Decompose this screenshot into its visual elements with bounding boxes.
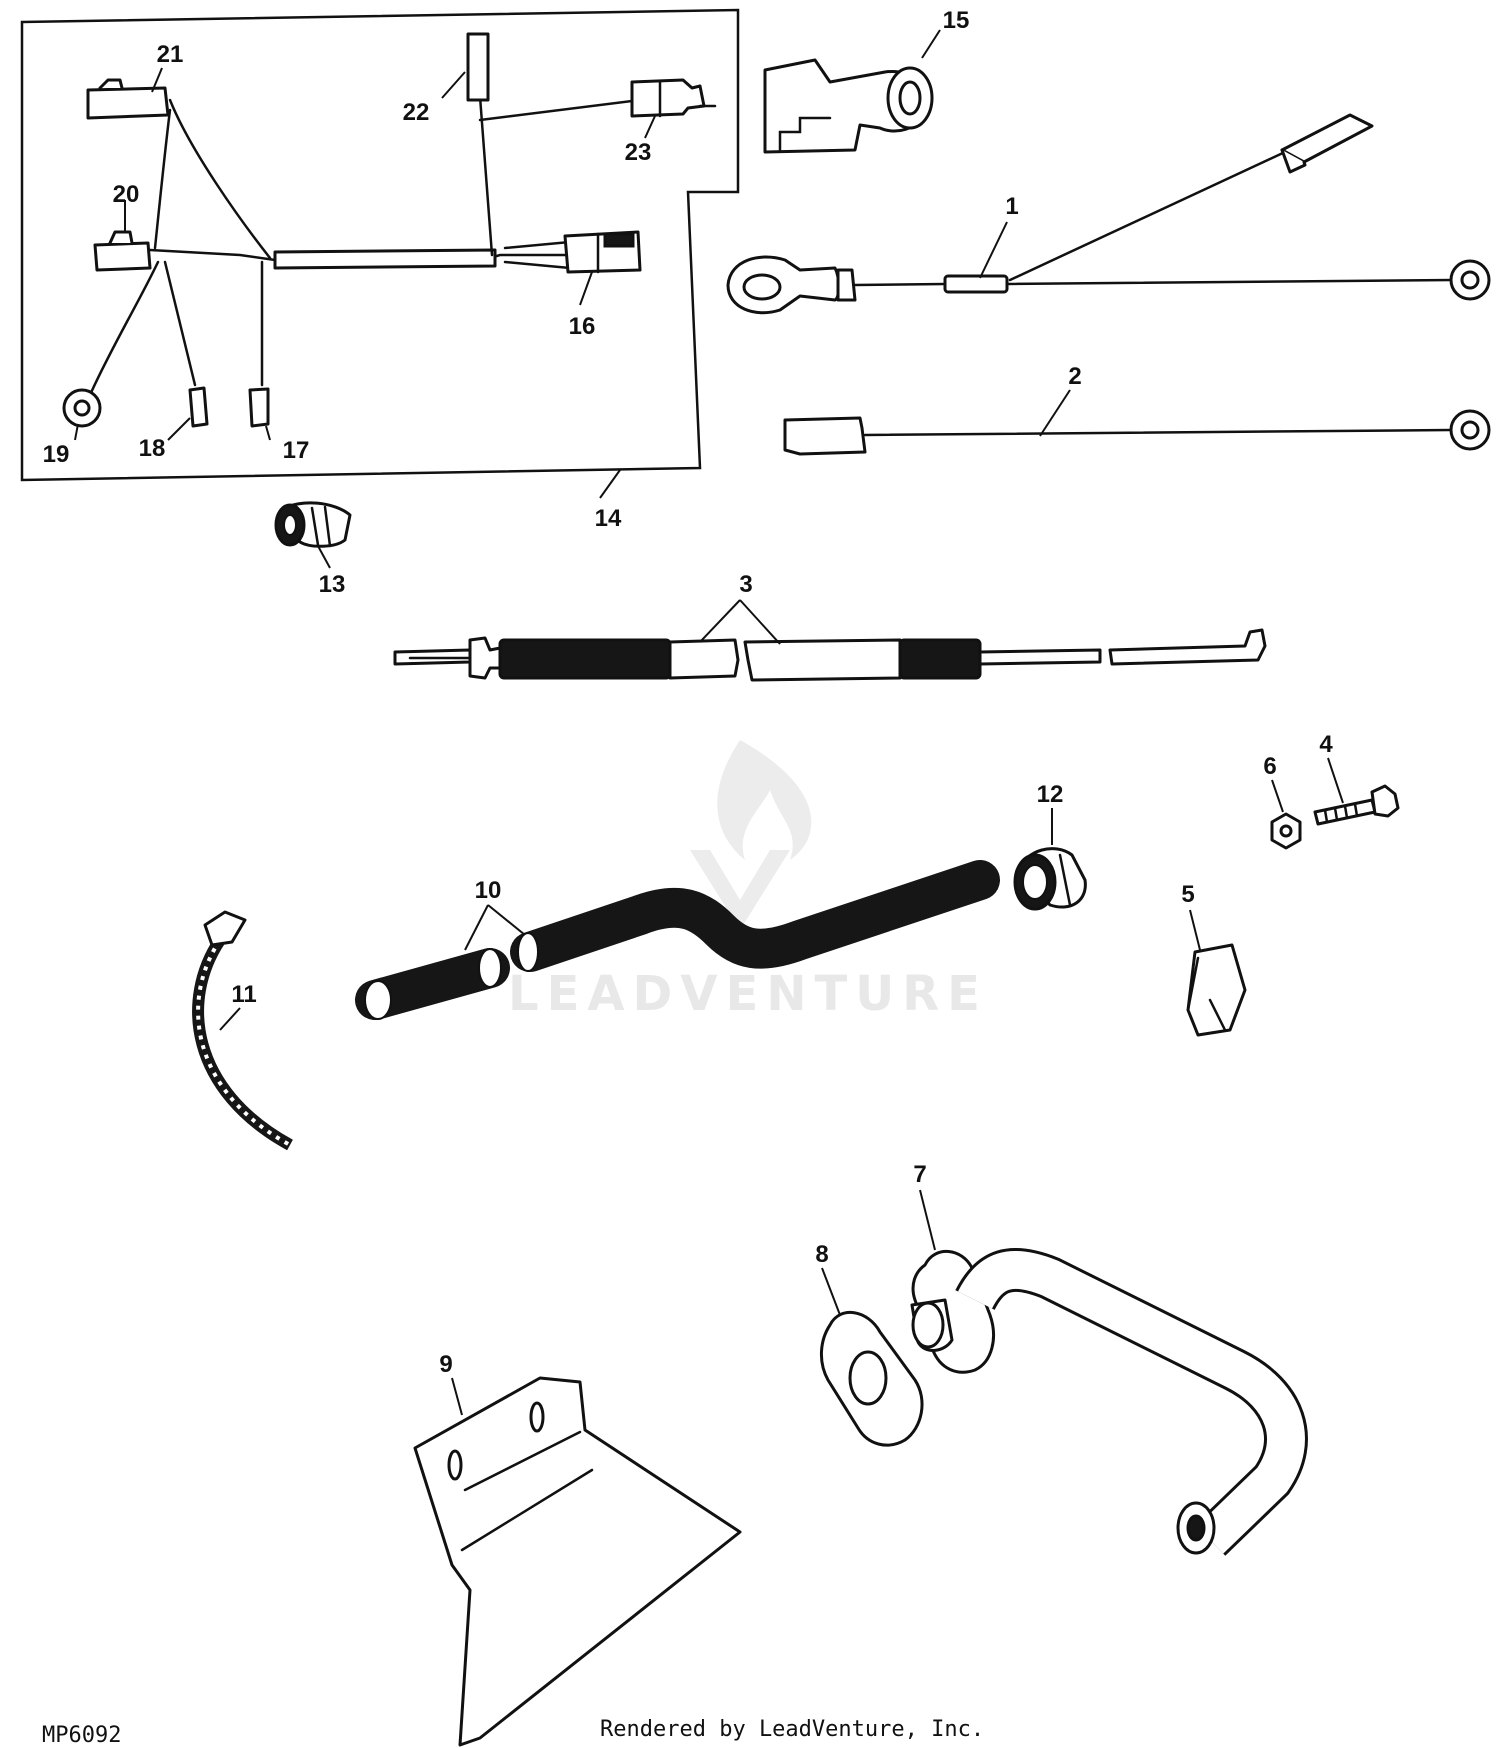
callout-12: 12	[1037, 781, 1064, 808]
callout-22: 22	[403, 99, 430, 126]
figure-code: MP6092	[42, 1723, 121, 1748]
ground-cable-1	[726, 113, 1491, 315]
callout-3: 3	[739, 571, 752, 598]
connector-23	[630, 78, 706, 118]
callout-20: 20	[113, 181, 140, 208]
terminal-17	[248, 387, 270, 428]
callout-15: 15	[943, 7, 970, 34]
callout-2: 2	[1068, 363, 1081, 390]
harness-kit-border	[20, 8, 740, 482]
bolt-4	[1313, 784, 1400, 826]
control-cable-3	[393, 628, 1267, 682]
lead-wire-2	[783, 409, 1491, 456]
callout-16: 16	[569, 313, 596, 340]
connector-20	[93, 241, 152, 272]
callout-14: 14	[595, 505, 622, 532]
callout-10: 10	[475, 877, 502, 904]
watermark: LEADVENTURE	[508, 740, 988, 1022]
terminal-18	[188, 386, 209, 428]
nut-6	[1270, 812, 1302, 850]
leader-lines	[74, 29, 1344, 1416]
wiring-harness	[62, 32, 717, 428]
callout-21: 21	[157, 41, 184, 68]
callout-19: 19	[43, 441, 70, 468]
callout-13: 13	[319, 571, 346, 598]
plug-15	[763, 58, 934, 154]
callout-9: 9	[439, 1351, 452, 1378]
exhaust-pipe-7	[910, 1248, 1308, 1556]
callout-7: 7	[913, 1161, 926, 1188]
watermark-text: LEADVENTURE	[508, 966, 988, 1022]
grommet-12	[1013, 847, 1087, 911]
wire-nut-13	[274, 501, 352, 548]
callout-18: 18	[139, 435, 166, 462]
callouts: 1 2 3 4 5 6 7 8 9 10 11 12 13 14 15 16 1…	[43, 7, 1334, 1378]
callout-5: 5	[1181, 881, 1194, 908]
callout-1: 1	[1005, 193, 1018, 220]
callout-17: 17	[283, 437, 310, 464]
cable-tie-11	[192, 910, 293, 1151]
callout-11: 11	[231, 981, 256, 1008]
connector-21	[86, 86, 170, 120]
gasket-8	[820, 1310, 924, 1447]
callout-23: 23	[625, 139, 652, 166]
terminal-22	[466, 32, 490, 102]
callout-4: 4	[1319, 731, 1333, 758]
hose-10	[355, 860, 1000, 1020]
bracket-9	[413, 1376, 742, 1747]
render-credit: Rendered by LeadVenture, Inc.	[600, 1717, 984, 1742]
callout-6: 6	[1263, 753, 1276, 780]
callout-8: 8	[815, 1241, 828, 1268]
clip-5	[1186, 943, 1247, 1037]
